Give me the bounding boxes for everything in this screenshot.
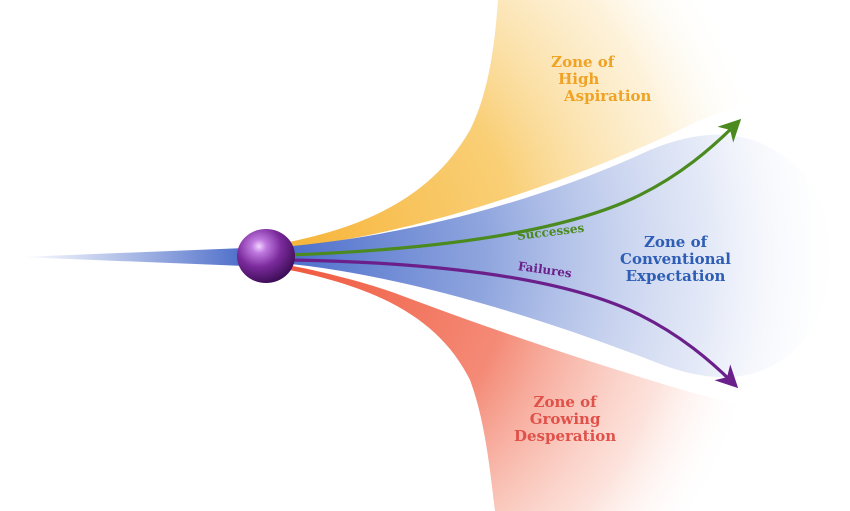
failures-curve — [289, 258, 739, 389]
zone-high-aspiration-label: Zone of High Aspiration — [514, 54, 651, 105]
zone-conventional-expectation-line-1: Zone of — [643, 233, 708, 251]
zone-growing-desperation-line-1: Zone of — [533, 393, 597, 411]
successes-curve — [289, 118, 742, 257]
zone-conventional-expectation-label: Zone of Conventional Expectation — [620, 234, 731, 285]
zone-high-aspiration-line-3: Aspiration — [564, 87, 652, 105]
origin-sphere — [237, 229, 295, 283]
zone-growing-desperation-line-3: Desperation — [514, 427, 617, 445]
zone-conventional-expectation-line-2: Conventional — [620, 250, 731, 268]
zone-conventional-expectation-line-3: Expectation — [625, 267, 726, 285]
zone-growing-desperation-line-2: Growing — [529, 410, 601, 428]
zone-high-aspiration-line-1: Zone of — [551, 53, 615, 71]
desperation-zone-shape — [268, 262, 850, 511]
zone-high-aspiration-line-2: High — [558, 70, 600, 88]
zone-growing-desperation-label: Zone of Growing Desperation — [514, 394, 616, 445]
conventional-zone-shape — [268, 134, 830, 378]
aspiration-zone-shape — [268, 0, 850, 250]
origin-tail — [20, 248, 245, 266]
